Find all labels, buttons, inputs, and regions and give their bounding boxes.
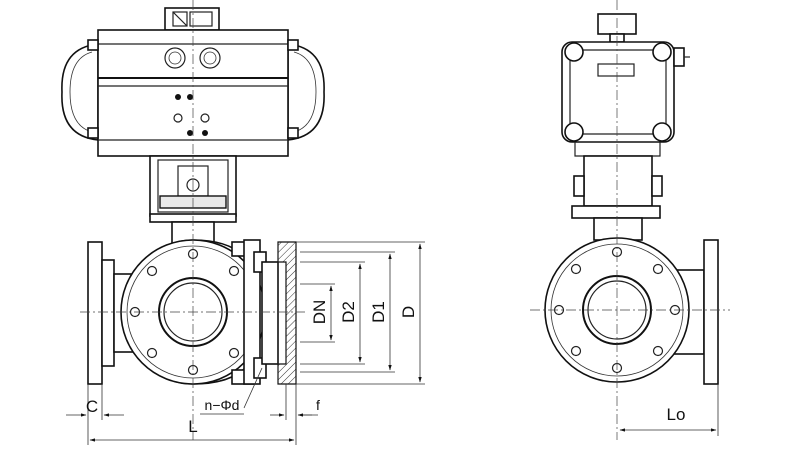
dim-label-d2: D2 bbox=[339, 301, 358, 323]
left-flange bbox=[87, 241, 135, 385]
dim-label-dn: DN bbox=[310, 300, 329, 325]
dim-label-d: D bbox=[399, 306, 418, 318]
front-view: DN D2 D1 D C L f n−Φd bbox=[61, 0, 425, 445]
dim-label-lo: Lo bbox=[667, 405, 686, 424]
actuator-top-indicator bbox=[164, 7, 220, 31]
dim-label-f: f bbox=[316, 397, 320, 413]
side-view: Lo bbox=[530, 0, 730, 440]
dim-label-l: L bbox=[188, 417, 197, 436]
actuator-side bbox=[561, 41, 690, 157]
dim-label-d1: D1 bbox=[369, 301, 388, 323]
bolt-holes-label: n−Φd bbox=[205, 397, 240, 413]
side-body bbox=[544, 237, 719, 385]
dim-label-c: C bbox=[86, 397, 98, 416]
